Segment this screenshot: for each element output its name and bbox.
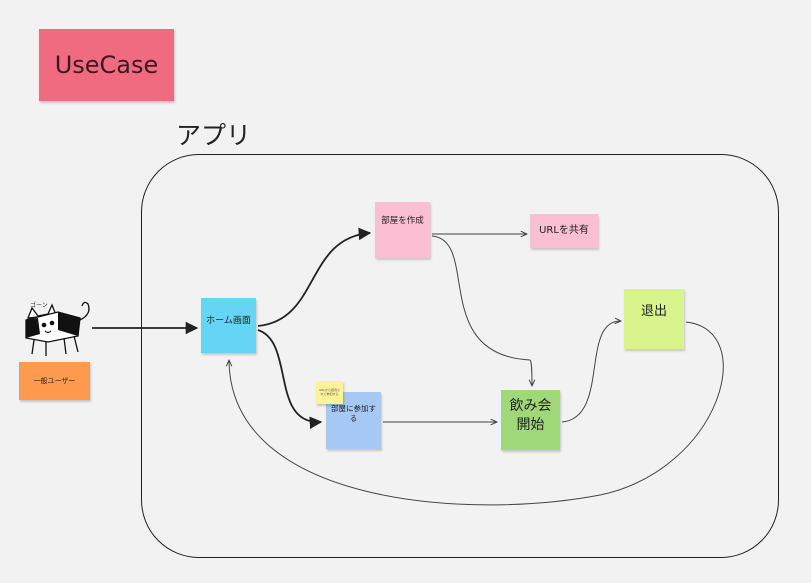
node-start-party-label: 飲み会開始 — [509, 398, 552, 433]
node-start-party[interactable]: 飲み会開始 — [501, 390, 560, 450]
app-boundary-label: アプリ — [176, 121, 252, 150]
node-home-label: ホーム画面 — [206, 315, 251, 326]
app-boundary-frame[interactable] — [141, 154, 779, 558]
node-home-screen[interactable]: ホーム画面 — [201, 298, 256, 353]
actor-note-general-user[interactable]: 一般ユーザー — [19, 362, 90, 400]
actor-label: 一般ユーザー — [33, 376, 76, 385]
node-exit-label: 退出 — [640, 303, 667, 319]
node-join-memo[interactable]: URLから招待されて参加する — [316, 381, 343, 404]
actor-caption: ゴーン — [30, 302, 48, 309]
edge-exit-to-home[interactable] — [229, 321, 724, 506]
node-share-url[interactable]: URLを共有 — [530, 214, 598, 248]
cat-actor-icon[interactable] — [18, 300, 96, 360]
node-create-room[interactable]: 部屋を作成 — [375, 202, 430, 258]
usecase-title-text: UseCase — [54, 51, 159, 79]
edge-start-party-to-exit[interactable] — [561, 321, 621, 423]
node-share-url-label: URLを共有 — [539, 224, 589, 236]
usecase-title-note[interactable]: UseCase — [39, 29, 174, 101]
node-create-room-label: 部屋を作成 — [381, 215, 424, 226]
node-join-memo-label: URLから招待されて参加する — [319, 387, 340, 396]
edge-home-to-join-room[interactable] — [257, 329, 323, 429]
node-join-room-label: 部屋に参加する — [331, 404, 376, 423]
edge-home-to-create-room[interactable] — [257, 227, 372, 327]
node-exit[interactable]: 退出 — [624, 289, 684, 349]
edge-create-room-to-start-party[interactable] — [431, 235, 532, 386]
